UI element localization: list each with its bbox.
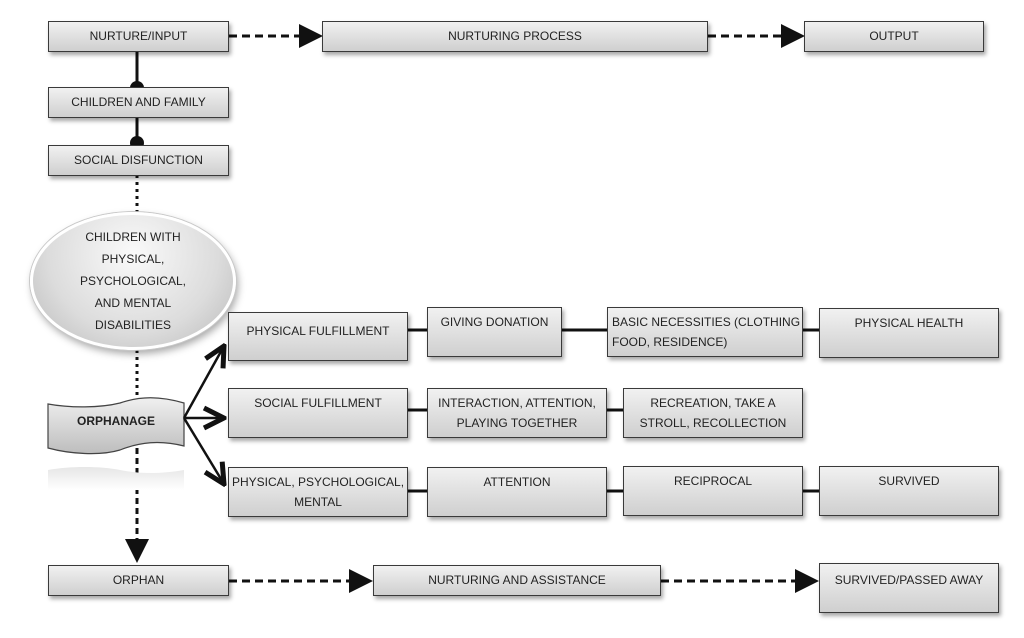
physical-fulfillment-box: PHYSICAL FULFILLMENT [228, 312, 408, 361]
output-box: OUTPUT [804, 21, 984, 52]
physical-psychological-mental-box: PHYSICAL, PSYCHOLOGICAL, MENTAL [228, 467, 408, 517]
children-disabilities-ellipse: CHILDREN WITH PHYSICAL, PSYCHOLOGICAL, A… [30, 212, 236, 350]
nurture-input-box: NURTURE/INPUT [48, 21, 229, 52]
children-family-box: CHILDREN AND FAMILY [48, 87, 229, 118]
social-disfunction-box: SOCIAL DISFUNCTION [48, 145, 229, 176]
attention-box: ATTENTION [427, 467, 607, 517]
survived-box: SURVIVED [819, 466, 999, 516]
recreation-box: RECREATION, TAKE A STROLL, RECOLLECTION [623, 388, 803, 438]
arrow-orphanage-mental [182, 417, 224, 484]
survived-passed-away-box: SURVIVED/PASSED AWAY [819, 563, 999, 613]
basic-necessities-box: BASIC NECESSITIES (CLOTHING FOOD, RESIDE… [607, 307, 803, 357]
ellipse-label: CHILDREN WITH PHYSICAL, PSYCHOLOGICAL, A… [79, 230, 187, 332]
social-fulfillment-box: SOCIAL FULFILLMENT [228, 388, 408, 438]
arrow-orphanage-physical [182, 346, 224, 419]
orphanage-reflection [48, 467, 184, 490]
orphanage-label: ORPHANAGE [76, 414, 155, 428]
interaction-box: INTERACTION, ATTENTION, PLAYING TOGETHER [427, 388, 607, 438]
giving-donation-box: GIVING DONATION [427, 307, 562, 357]
physical-health-box: PHYSICAL HEALTH [819, 308, 999, 358]
nurturing-assistance-box: NURTURING AND ASSISTANCE [373, 565, 661, 596]
reciprocal-box: RECIPROCAL [623, 466, 803, 516]
nurturing-process-box: NURTURING PROCESS [322, 21, 708, 52]
orphanage-shape [47, 397, 185, 455]
orphan-box: ORPHAN [48, 565, 229, 596]
